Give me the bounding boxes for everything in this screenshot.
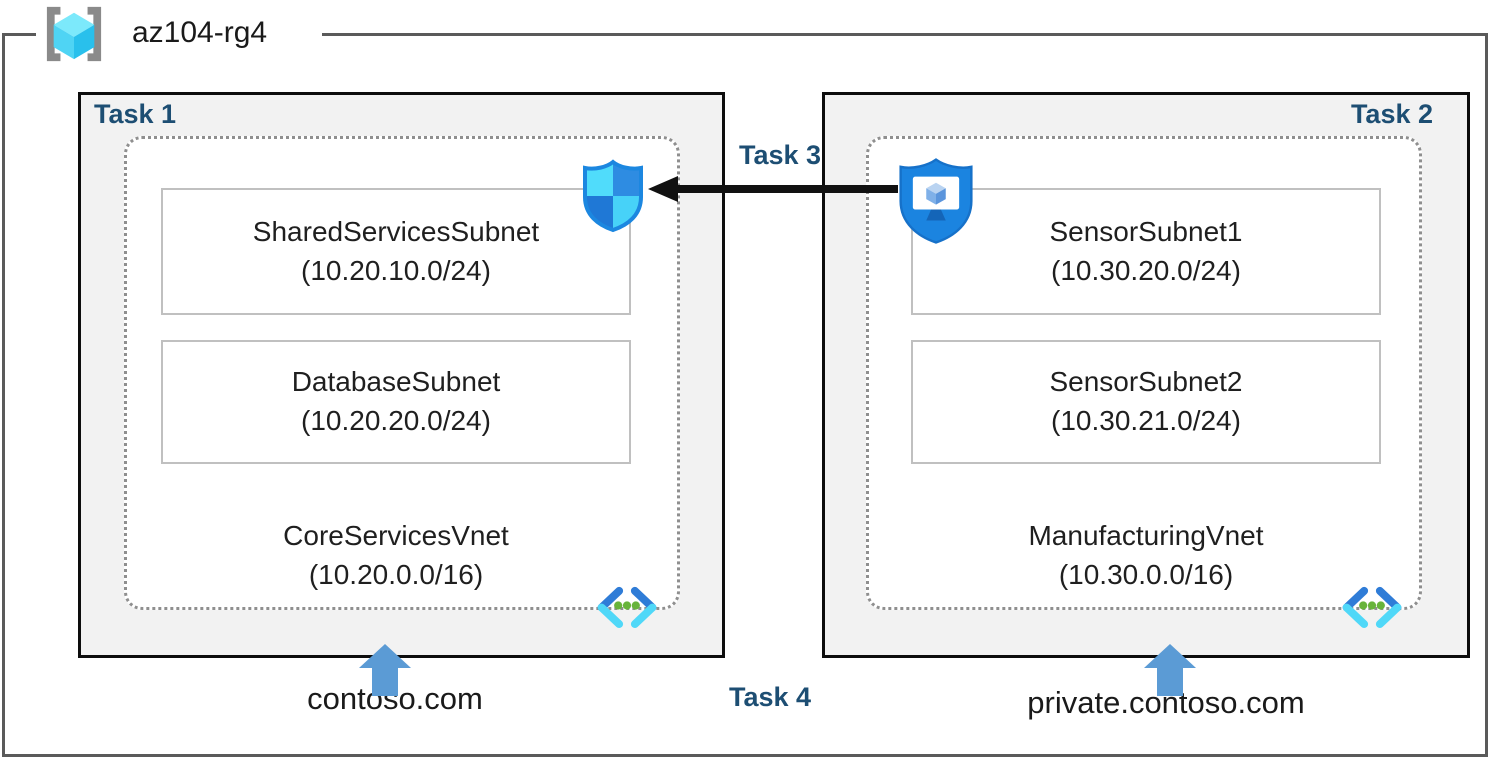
resource-group-border [2,33,1488,757]
database-subnet-box: DatabaseSubnet (10.20.20.0/24) [161,340,631,464]
task4-label: Task 4 [728,682,812,712]
subnet-name: SensorSubnet2 [1049,366,1243,398]
resource-group-icon [40,4,108,64]
sensor-subnet2-box: SensorSubnet2 (10.30.21.0/24) [911,340,1381,464]
blue-up-arrow-icon [1144,644,1196,696]
resource-group-border-gap [36,28,322,41]
black-left-arrow-icon [648,176,678,202]
network-security-group-icon [581,159,645,233]
arrow-head [359,644,411,668]
vnet-cidr: (10.20.0.0/16) [308,559,484,590]
subnet-name: SharedServicesSubnet [252,215,540,247]
task3-arrow-line [677,185,898,193]
task2-label: Task 2 [1350,99,1433,129]
shared-services-subnet-box: SharedServicesSubnet (10.20.10.0/24) [161,188,631,315]
subnet-cidr: (10.20.10.0/24) [301,254,491,286]
arrow-stem [1157,668,1183,696]
subnet-cidr: (10.30.20.0/24) [1051,254,1241,286]
core-services-vnet-label: CoreServicesVnet (10.20.0.0/16) [161,512,631,600]
vnet-name: CoreServicesVnet [283,520,509,552]
subnet-name: SensorSubnet1 [1049,215,1243,247]
subnet-cidr: (10.20.20.0/24) [301,405,491,436]
sensor-subnet1-box: SensorSubnet1 (10.30.20.0/24) [911,188,1381,315]
vnet-cidr: (10.30.0.0/16) [1058,559,1234,590]
task1-label: Task 1 [94,99,177,129]
blue-up-arrow-icon [359,644,411,696]
virtual-network-icon [592,584,662,629]
manufacturing-vnet-label: ManufacturingVnet (10.30.0.0/16) [911,512,1381,600]
bastion-icon [897,156,975,246]
subnet-name: DatabaseSubnet [291,366,501,398]
subnet-cidr: (10.30.21.0/24) [1051,405,1241,436]
arrow-head [1144,644,1196,668]
task3-label: Task 3 [738,140,822,170]
resource-group-name: az104-rg4 [132,16,268,49]
virtual-network-icon [1337,584,1407,629]
vnet-name: ManufacturingVnet [1028,520,1264,552]
arrow-stem [372,668,398,696]
